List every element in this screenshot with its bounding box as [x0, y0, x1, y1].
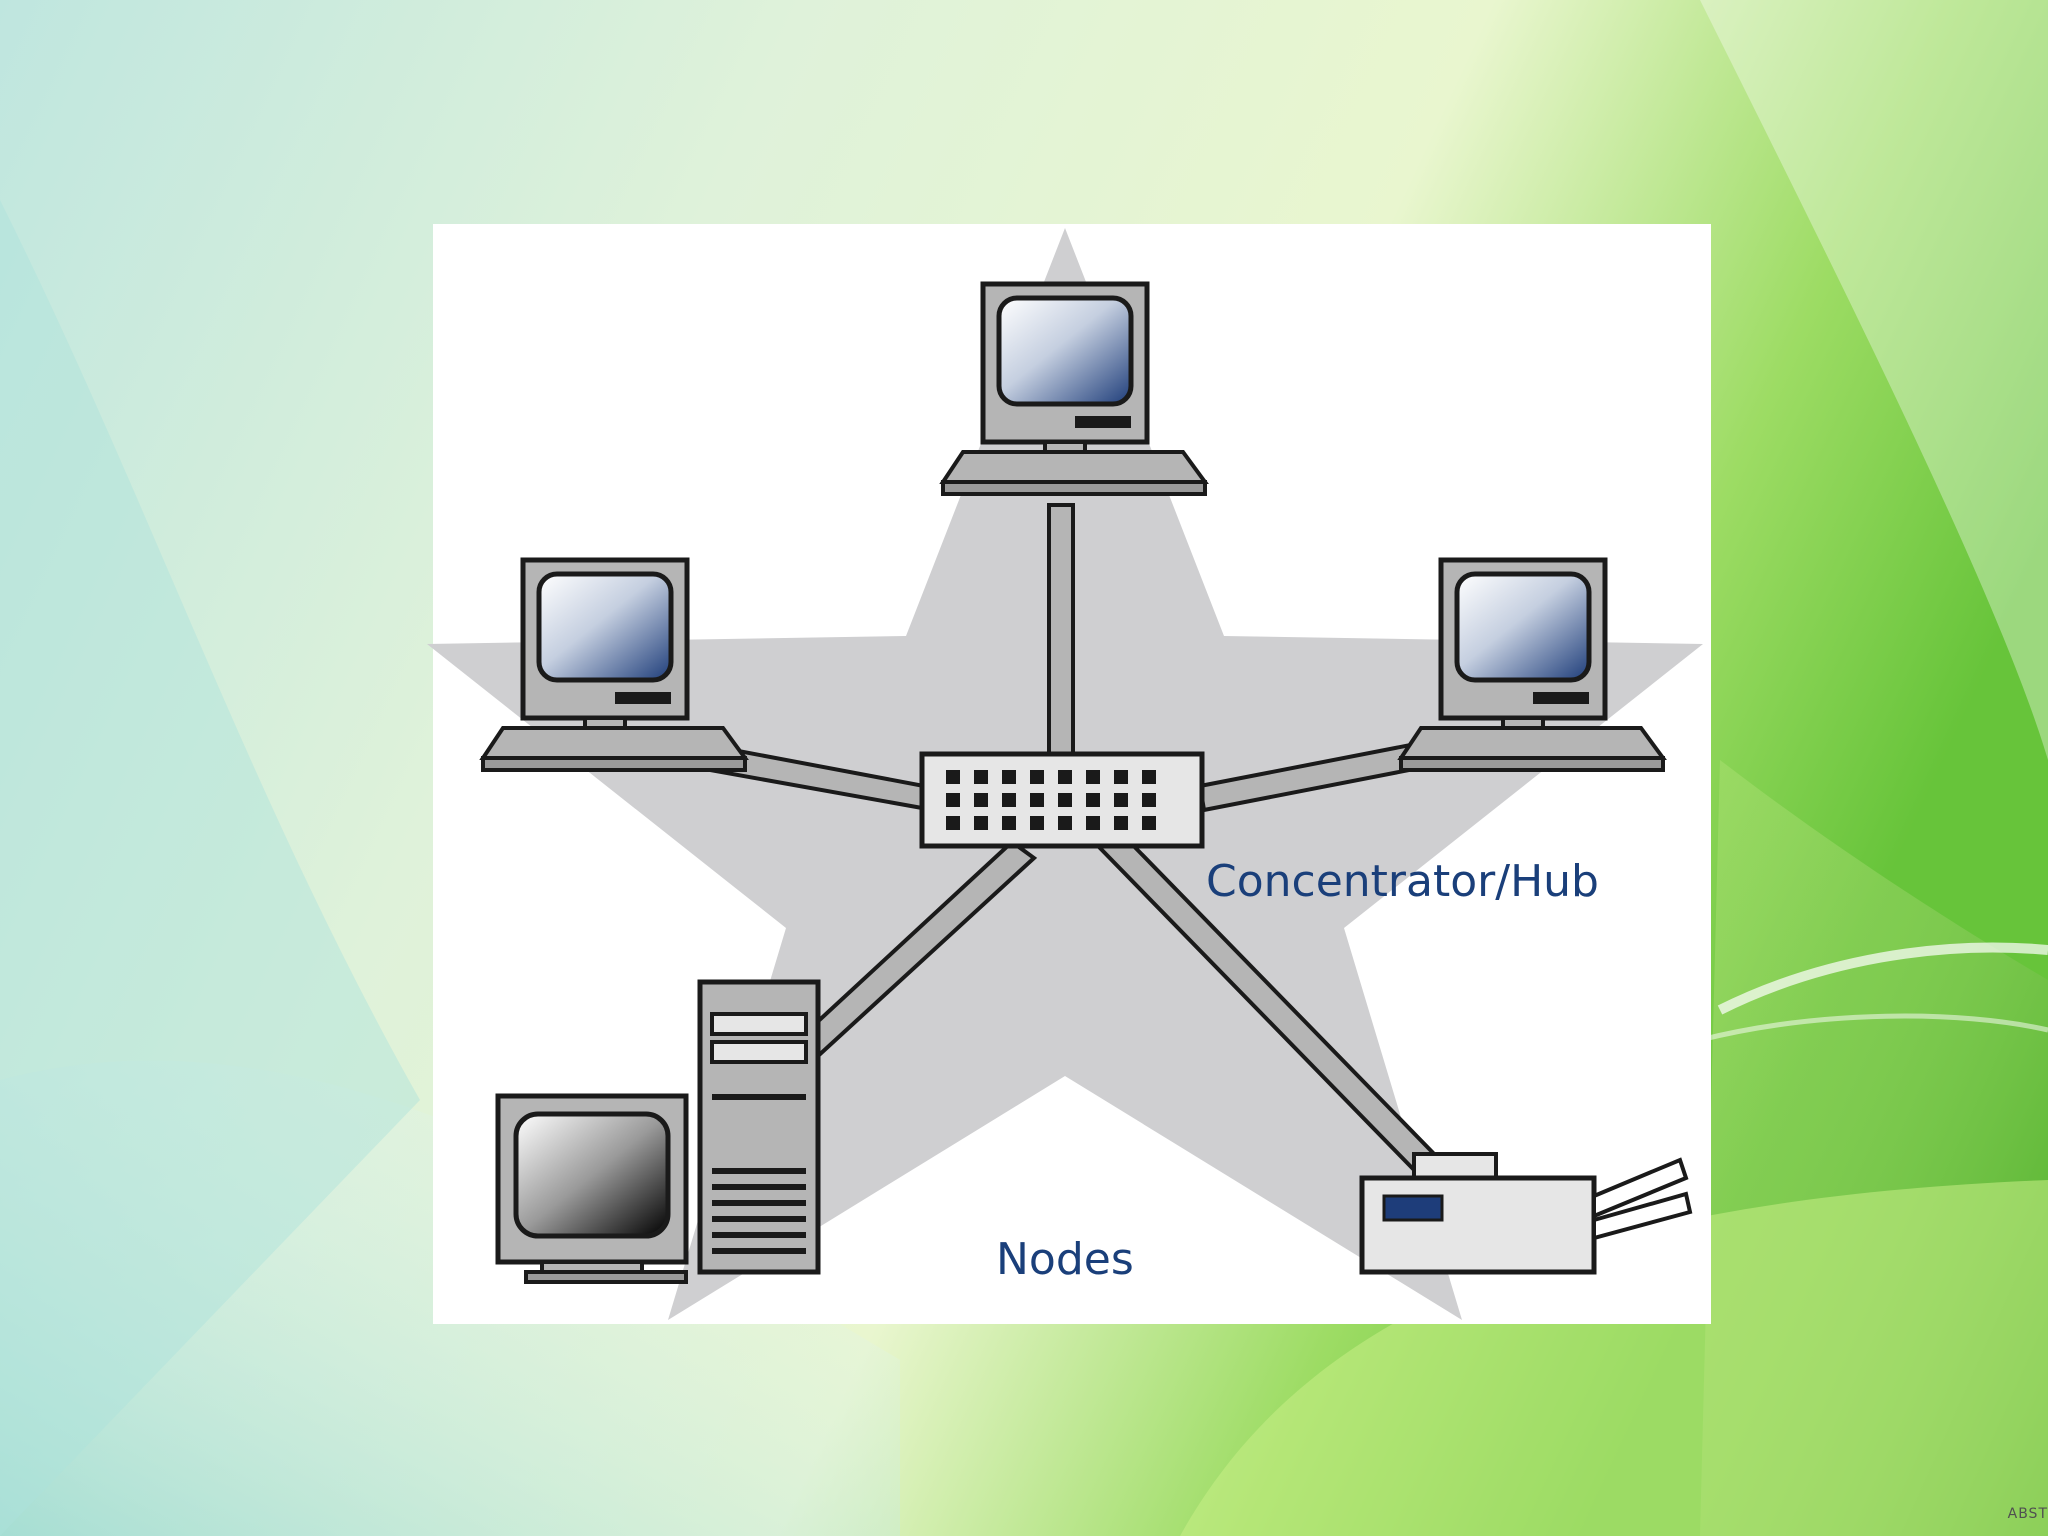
hub-label: Concentrator/Hub — [1206, 856, 1599, 907]
watermark-text: ABST — [2007, 1506, 2048, 1522]
printer-icon — [1359, 1152, 1693, 1275]
hub-icon — [919, 751, 1205, 849]
nodes-label: Nodes — [996, 1234, 1134, 1285]
desktop-tower-icon — [495, 979, 821, 1284]
